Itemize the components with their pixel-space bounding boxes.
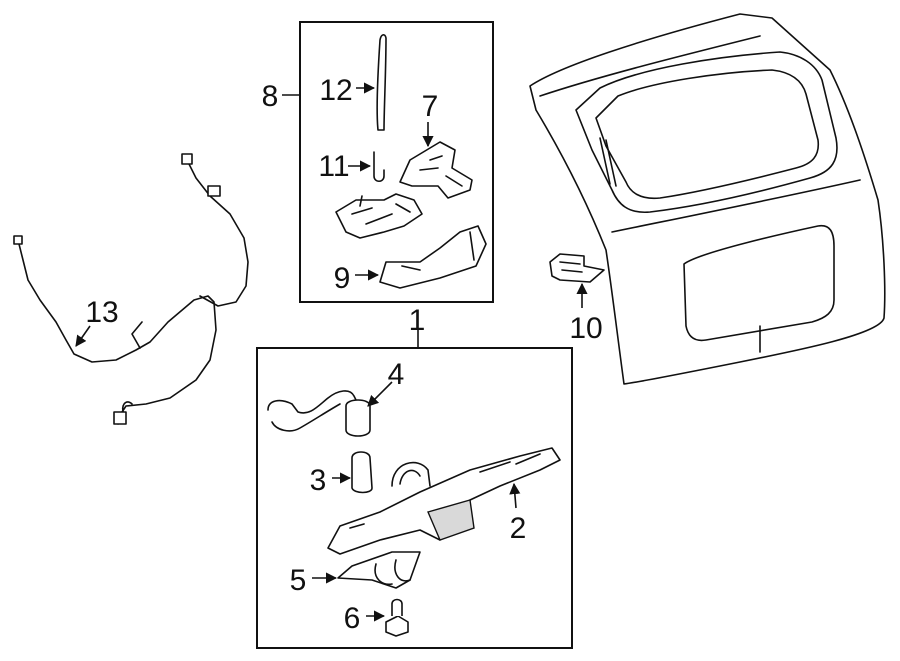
callout-11: 11 — [318, 150, 349, 183]
upper-group-box — [299, 21, 494, 303]
callout-2: 2 — [510, 512, 527, 545]
lower-group-box — [256, 347, 573, 649]
license-plate-recess — [683, 224, 835, 342]
callout-4: 4 — [388, 358, 405, 391]
part-12-rod — [376, 34, 387, 131]
part-5-lens — [337, 551, 421, 589]
part-6-screw — [385, 615, 409, 637]
part-13-harness — [17, 239, 217, 419]
callout-10: 10 — [569, 312, 602, 345]
callout-9: 9 — [334, 262, 351, 295]
part-10-bracket — [549, 253, 605, 283]
callout-7: 7 — [422, 90, 439, 123]
part-11-clip — [373, 151, 385, 183]
liftgate-glass — [575, 51, 838, 214]
callout-3: 3 — [310, 464, 327, 497]
callout-5: 5 — [290, 564, 307, 597]
part-4-socket — [345, 399, 371, 437]
part-4-harness — [267, 390, 359, 414]
part-3-bulb — [351, 451, 373, 494]
callout-12: 12 — [319, 74, 352, 107]
callout-6: 6 — [344, 602, 361, 635]
part-9-cover — [379, 225, 487, 289]
callout-8: 8 — [262, 80, 279, 113]
callout-13: 13 — [85, 296, 118, 329]
callout-1: 1 — [409, 304, 426, 337]
part-2-housing — [327, 447, 561, 555]
arrow-13 — [75, 325, 91, 347]
part-7-bracket — [399, 141, 473, 199]
arrow-2 — [509, 482, 521, 509]
latch-assembly — [335, 193, 423, 239]
harness-connector — [113, 411, 127, 425]
arrow-4 — [367, 381, 393, 407]
liftgate — [529, 13, 886, 385]
